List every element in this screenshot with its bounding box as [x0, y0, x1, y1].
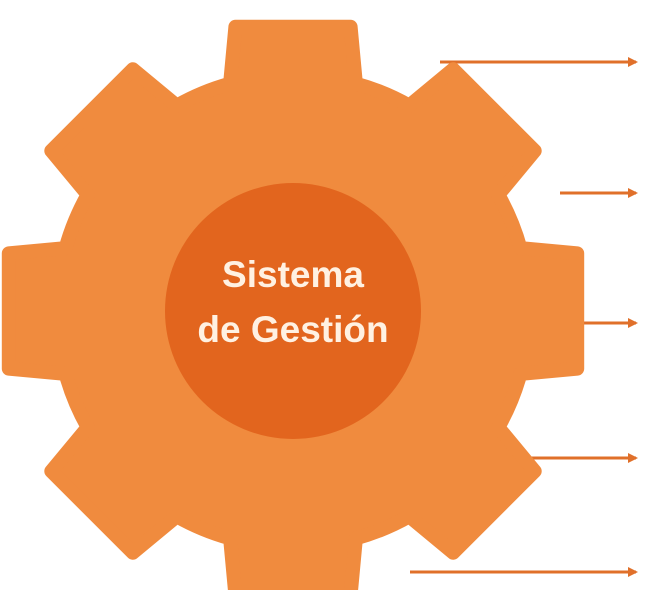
center-label-line-2: de Gestión [197, 309, 388, 350]
center-label-line-1: Sistema [222, 254, 364, 295]
gear-hub [165, 183, 421, 439]
